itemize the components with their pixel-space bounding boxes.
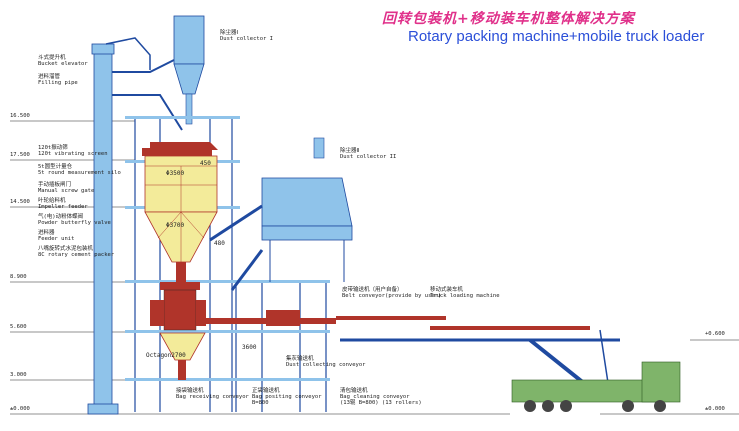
title-chinese: 回转包装机+移动装车机整体解决方案 [382,11,635,27]
dimension-label: Octagon2700 [146,352,186,359]
bucket-elevator [87,37,151,415]
dimension-label: 3600 [242,344,257,351]
level-label: +0.600 [705,331,725,337]
level-label: 16.500 [10,113,30,119]
level-label: ±0.000 [705,406,725,412]
dimension-label: Φ3700 [166,222,185,229]
dust-collector-1 [112,15,205,131]
dimension-label: 480 [214,240,225,247]
dimension-label: 450 [200,160,211,167]
level-label: ±0.000 [10,406,30,412]
truck [511,361,681,412]
rotary-packer [150,262,206,380]
level-label: 14.500 [10,199,30,205]
belt-conveyor-label: 皮带输送机（用户自备）Belt conveyor(provide by user… [342,287,442,299]
dust-collector-2 [209,137,353,291]
level-label: 3.000 [10,372,27,378]
measurement-silo [142,142,218,263]
level-label: 8.900 [10,274,27,280]
level-label: 17.500 [10,152,30,158]
level-label: 5.600 [10,324,27,330]
dimension-label: Φ3500 [166,170,185,177]
title-english: Rotary packing machine+mobile truck load… [408,28,705,45]
